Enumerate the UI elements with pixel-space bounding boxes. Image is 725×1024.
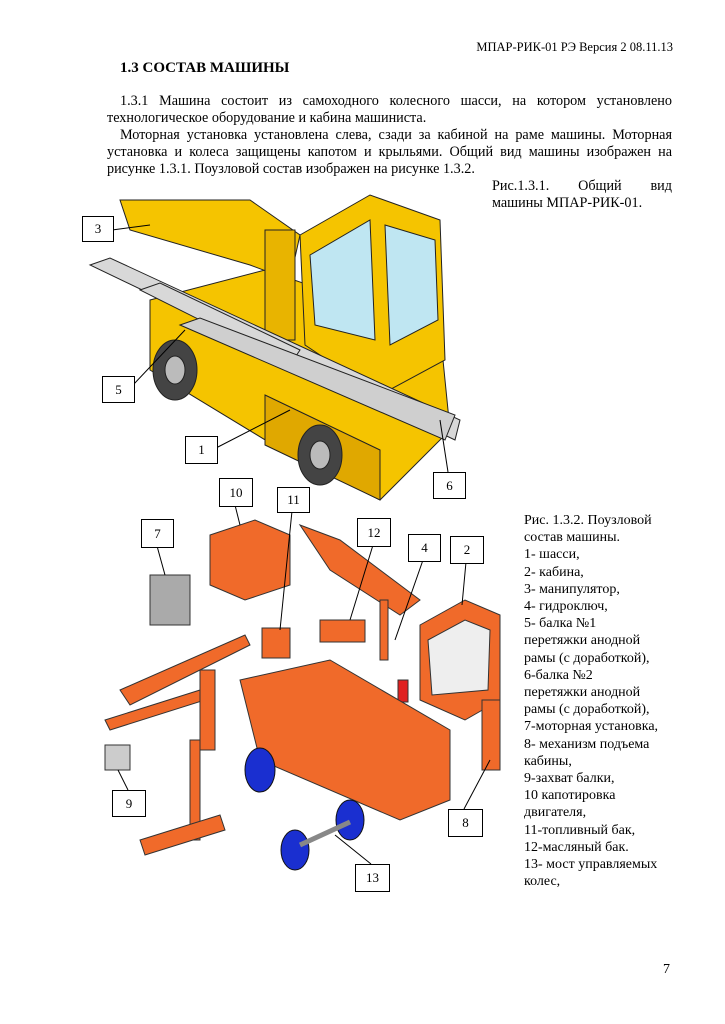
caption-line: рамы (с доработкой), xyxy=(524,702,650,718)
document-header: МПАР-РИК-01 РЭ Версия 2 08.11.13 xyxy=(476,40,673,54)
callout-5: 5 xyxy=(102,376,135,403)
caption-line: состав машины. xyxy=(524,530,621,546)
callout-8: 8 xyxy=(448,809,483,837)
caption-line: 2- кабина, xyxy=(524,564,584,580)
callout-2: 2 xyxy=(450,536,484,564)
figure-2-caption: Рис. 1.3.2. Поузловой состав машины. 1- … xyxy=(524,512,709,890)
caption-line: рамы (с доработкой), xyxy=(524,650,650,666)
caption-line: колес, xyxy=(524,874,561,890)
caption-line: Рис. 1.3.2. Поузловой xyxy=(524,513,652,528)
callout-3: 3 xyxy=(82,216,114,242)
callout-11: 11 xyxy=(277,487,310,513)
callout-7: 7 xyxy=(141,519,174,548)
caption-line: двигателя, xyxy=(524,805,587,821)
caption-line: перетяжки анодной xyxy=(524,633,641,649)
section-title: 1.3 СОСТАВ МАШИНЫ xyxy=(120,60,290,76)
caption-line: 6-балка №2 xyxy=(524,667,593,683)
paragraph-1: 1.3.1 Машина состоит из самоходного коле… xyxy=(107,93,672,126)
caption-line: 1- шасси, xyxy=(524,547,580,563)
caption-line: машины МПАР-РИК-01. xyxy=(492,195,643,211)
page-number: 7 xyxy=(663,962,670,977)
callout-12: 12 xyxy=(357,518,391,547)
caption-line: 7-моторная установка, xyxy=(524,719,659,735)
caption-line: 12-масляный бак. xyxy=(524,839,629,855)
caption-line: 11-топливный бак, xyxy=(524,822,636,838)
caption-line: 10 капотировка xyxy=(524,788,616,804)
caption-line: кабины, xyxy=(524,753,572,769)
caption-line: перетяжки анодной xyxy=(524,685,641,701)
caption-line: 3- манипулятор, xyxy=(524,581,620,597)
callout-1: 1 xyxy=(185,436,218,464)
callout-4: 4 xyxy=(408,534,441,562)
callout-13: 13 xyxy=(355,864,390,892)
callout-6: 6 xyxy=(433,472,466,499)
callout-10: 10 xyxy=(219,478,253,507)
caption-line: 8- механизм подъема xyxy=(524,736,650,752)
paragraph-2: Моторная установка установлена слева, сз… xyxy=(107,127,672,177)
callout-9: 9 xyxy=(112,790,146,817)
caption-line: Рис.1.3.1. Общий вид xyxy=(492,178,672,194)
caption-line: 4- гидроключ, xyxy=(524,599,608,615)
caption-line: 9-захват балки, xyxy=(524,771,615,787)
caption-line: 13- мост управляемых xyxy=(524,857,658,873)
caption-line: 5- балка №1 xyxy=(524,616,597,632)
figure-1-caption: Рис.1.3.1. Общий вид машины МПАР-РИК-01. xyxy=(492,178,672,212)
